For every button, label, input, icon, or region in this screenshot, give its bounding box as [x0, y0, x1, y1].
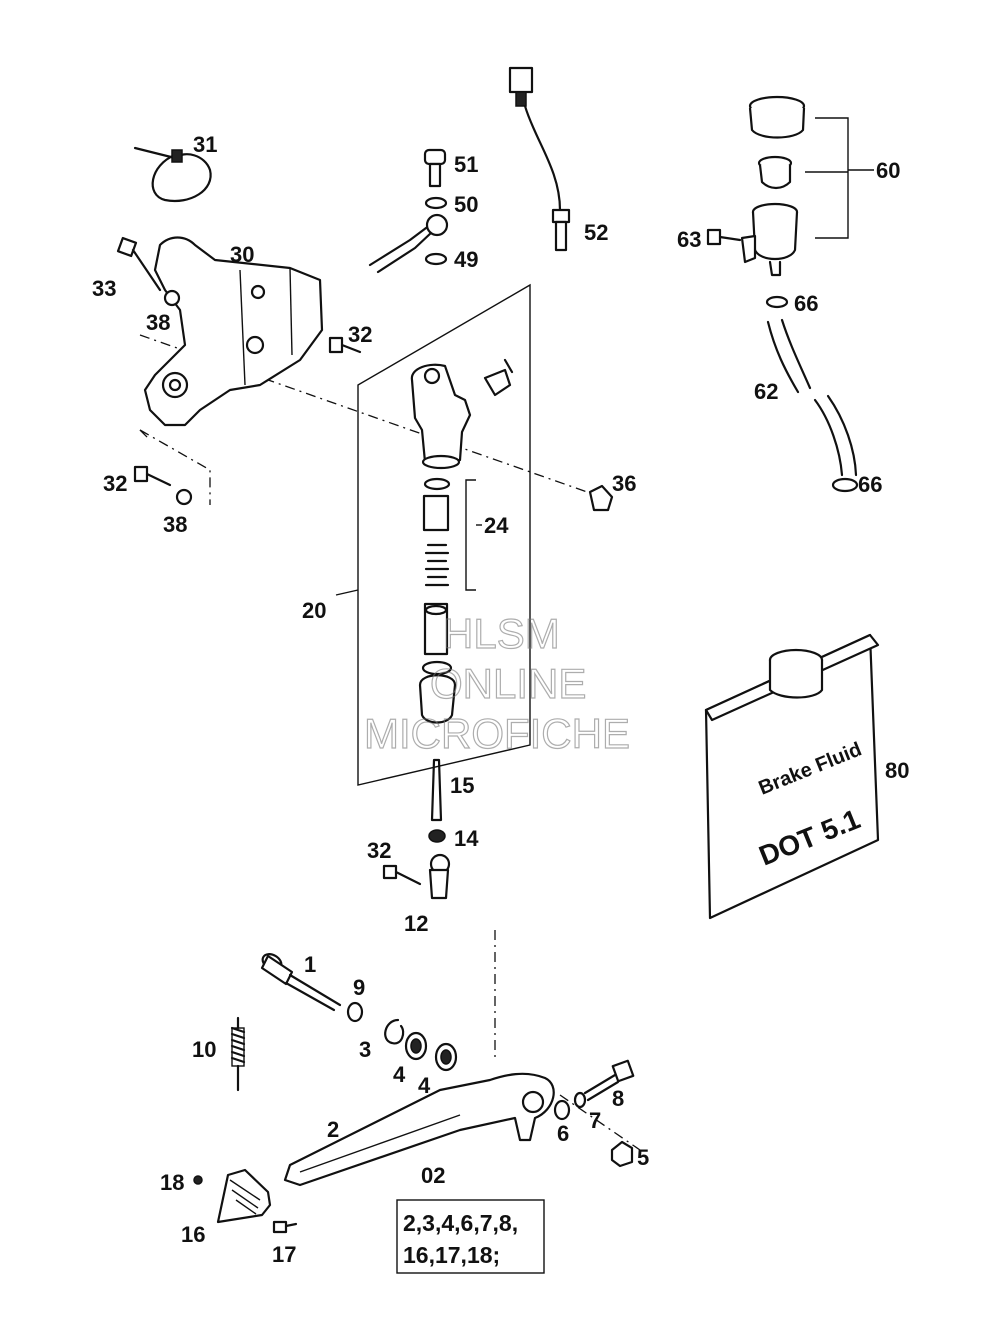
label-17: 17	[272, 1242, 296, 1267]
watermark-line1: HLSM	[443, 610, 560, 657]
label-52: 52	[584, 220, 608, 245]
banjo-bolt-51-part	[423, 148, 447, 188]
label-1: 1	[304, 952, 316, 977]
bolt-33-part	[116, 236, 162, 292]
reservoir-cap-part	[748, 95, 806, 139]
hose-62-part	[766, 318, 858, 477]
pivot-bolt-1-part	[260, 953, 342, 1012]
washer-18-part	[193, 1175, 203, 1185]
seal-kit-24-part	[418, 477, 476, 724]
label-32-left: 32	[103, 471, 127, 496]
label-80: 80	[885, 758, 909, 783]
washer-49-part	[424, 252, 448, 266]
label-66-lower: 66	[858, 472, 882, 497]
label-31: 31	[193, 132, 217, 157]
bearing-4b-part	[434, 1042, 458, 1072]
watermark-line3: MICROFICHE	[364, 710, 630, 757]
label-16: 16	[181, 1222, 205, 1247]
washer-7-part	[573, 1091, 587, 1109]
brake-pedal-2-part	[283, 1072, 555, 1187]
label-66-upper: 66	[794, 291, 818, 316]
label-33: 33	[92, 276, 116, 301]
master-cylinder-frame	[357, 283, 531, 786]
bolt-32-left-part	[133, 465, 172, 487]
brake-fluid-can-part: Brake Fluid DOT 5.1	[704, 633, 880, 920]
label-4b: 4	[418, 1073, 431, 1098]
brake-hose-fitting-part	[368, 213, 449, 274]
label-12: 12	[404, 911, 428, 936]
pedal-tip-16-part	[216, 1168, 272, 1224]
bolt-32-lower-part	[382, 864, 422, 886]
label-60: 60	[876, 158, 900, 183]
label-38-lower: 38	[163, 512, 187, 537]
washer-38-upper-part	[163, 289, 181, 307]
label-32-lower: 32	[367, 838, 391, 863]
label-38-upper: 38	[146, 310, 170, 335]
nut-5-part	[610, 1140, 634, 1168]
label-3: 3	[359, 1037, 371, 1062]
pushrod-15-part	[430, 758, 443, 822]
label-50: 50	[454, 192, 478, 217]
label-18: 18	[160, 1170, 184, 1195]
washer-6-part	[553, 1099, 571, 1121]
brake-switch-52-part	[508, 66, 571, 252]
screw-63-part	[706, 228, 742, 246]
hose-clamp-66-lower-part	[831, 477, 859, 493]
washer-50-part	[424, 196, 448, 210]
hose-clamp-66-upper-part	[765, 295, 789, 309]
washer-38-lower-part	[175, 488, 193, 506]
guard-plate-part	[143, 236, 324, 427]
label-4a: 4	[393, 1062, 406, 1087]
screw-17-part	[272, 1220, 298, 1234]
label-30: 30	[230, 242, 254, 267]
leader-lines	[335, 524, 482, 596]
label-2: 2	[327, 1117, 339, 1142]
cable-tie-part	[133, 146, 212, 203]
label-7: 7	[589, 1108, 601, 1133]
circlip-3-part	[384, 1018, 405, 1045]
nut-14-part	[428, 829, 446, 843]
label-36: 36	[612, 471, 636, 496]
nut-36-part	[588, 484, 614, 512]
label-20: 20	[302, 598, 326, 623]
label-10: 10	[192, 1037, 216, 1062]
bearing-4a-part	[404, 1031, 428, 1061]
kit-line2: 16,17,18;	[403, 1242, 500, 1268]
kit-line1: 2,3,4,6,7,8,	[403, 1210, 518, 1236]
label-62: 62	[754, 379, 778, 404]
clevis-12-part	[428, 853, 451, 900]
watermark: HLSM ONLINE MICROFICHE	[363, 609, 630, 757]
label-32-upper: 32	[348, 322, 372, 347]
reservoir-bracket-60	[805, 117, 874, 239]
label-6: 6	[557, 1121, 569, 1146]
reservoir-body-part	[740, 202, 799, 277]
label-24: 24	[484, 513, 509, 538]
bolt-8-part	[583, 1059, 635, 1102]
label-5: 5	[637, 1145, 649, 1170]
label-15: 15	[450, 773, 474, 798]
washer-9-part	[346, 1001, 364, 1023]
label-63: 63	[677, 227, 701, 252]
label-14: 14	[454, 826, 479, 851]
label-02: 02	[421, 1163, 445, 1188]
master-cylinder-body-part	[410, 358, 514, 470]
part-number-labels: 31 30 33 38 32 32 38 51 50 49 52 60 63 6…	[92, 132, 909, 1267]
bolt-32-upper-part	[328, 336, 362, 354]
label-8: 8	[612, 1086, 624, 1111]
label-51: 51	[454, 152, 478, 177]
spring-10-part	[230, 1016, 246, 1092]
kit-02-box: 2,3,4,6,7,8, 16,17,18;	[396, 1199, 545, 1274]
reservoir-diaphragm-part	[757, 155, 793, 190]
watermark-line2: ONLINE	[430, 660, 586, 707]
label-49: 49	[454, 247, 478, 272]
assembly-lines	[139, 334, 641, 1151]
label-9: 9	[353, 975, 365, 1000]
